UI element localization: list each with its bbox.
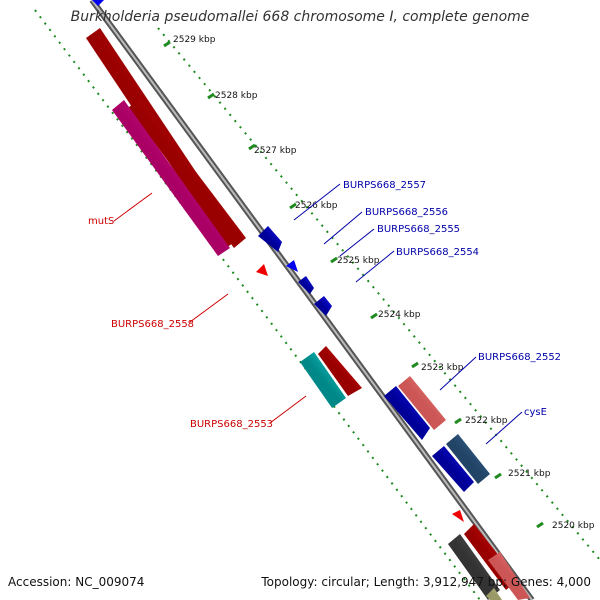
- mutS-feature: [112, 100, 230, 256]
- kbp-tick-label: 2527 kbp: [254, 146, 297, 156]
- major-tick: [163, 40, 171, 48]
- major-tick: [411, 361, 419, 369]
- gene-label: mutS: [88, 216, 114, 227]
- kbp-tick-label: 2526 kbp: [295, 201, 338, 211]
- gene-label: cysE: [524, 407, 547, 418]
- leader-line: [113, 192, 153, 222]
- accession-text: Accession: NC_009074: [8, 575, 145, 589]
- major-tick: [370, 312, 378, 320]
- cds-feature-grey: [448, 534, 500, 600]
- kbp-tick-label: 2523 kbp: [421, 363, 464, 373]
- gene-label: BURPS668_2558: [111, 319, 194, 330]
- kbp-tick-label: 2529 kbp: [173, 35, 216, 45]
- gene-label: BURPS668_2553: [190, 419, 273, 430]
- leader-line: [293, 183, 341, 221]
- outer-tick-ring: [157, 27, 600, 561]
- cds-feature-red-arrow: [318, 346, 362, 396]
- major-tick: [248, 143, 256, 151]
- major-tick: [207, 92, 215, 100]
- major-ticks: [163, 40, 544, 529]
- major-tick: [454, 417, 462, 425]
- cds-feature-red: [128, 98, 246, 248]
- gene-label: BURPS668_2554: [396, 247, 479, 258]
- gene-label: BURPS668_2556: [365, 207, 448, 218]
- major-tick: [536, 521, 544, 529]
- cds-feature-cyan: [300, 352, 346, 408]
- cds-feature-blue-2555: [298, 276, 314, 294]
- leader-line: [355, 250, 395, 283]
- major-tick: [494, 472, 502, 480]
- label-leaders: [113, 183, 523, 445]
- cds-feature-blue-2557: [258, 226, 282, 252]
- leader-line: [269, 395, 307, 424]
- gene-label: BURPS668_2555: [377, 224, 460, 235]
- cds-feature-blue-2552: [384, 386, 430, 440]
- gene-label: BURPS668_2552: [478, 352, 561, 363]
- leader-line: [323, 211, 363, 245]
- cds-feature-small-red: [256, 264, 268, 276]
- gene-label: BURPS668_2557: [343, 180, 426, 191]
- leader-line: [189, 293, 229, 323]
- kbp-tick-label: 2528 kbp: [215, 91, 258, 101]
- cds-feature-blue-2554: [314, 296, 332, 316]
- kbp-tick-label: 2522 kbp: [465, 416, 508, 426]
- leader-line: [485, 411, 523, 445]
- inner-tick-ring: [34, 9, 481, 600]
- cds-feature-blue-2556: [286, 260, 298, 272]
- leader-line: [439, 356, 477, 391]
- leader-line: [339, 228, 375, 257]
- cds-feature-top-blue: [92, 0, 104, 6]
- cds-feature-steelblue-cysE: [446, 434, 490, 484]
- major-tick: [289, 202, 297, 210]
- kbp-tick-label: 2520 kbp: [552, 521, 595, 531]
- major-tick: [330, 256, 338, 264]
- map-title: Burkholderia pseudomallei 668 chromosome…: [70, 9, 530, 25]
- cds-feature-lightred: [398, 376, 446, 430]
- genome-backbone-highlight: [91, 0, 533, 600]
- cds-feature-small-red-2: [452, 510, 464, 522]
- cds-feature-blue: [432, 446, 474, 492]
- genome-summary-text: Topology: circular; Length: 3,912,947 bp…: [261, 575, 591, 589]
- kbp-tick-label: 2521 kbp: [508, 469, 551, 479]
- kbp-tick-label: 2524 kbp: [378, 310, 421, 320]
- kbp-tick-label: 2525 kbp: [337, 256, 380, 266]
- cds-feature-lightred-bottom: [488, 552, 530, 600]
- cds-feature-olive: [486, 588, 502, 600]
